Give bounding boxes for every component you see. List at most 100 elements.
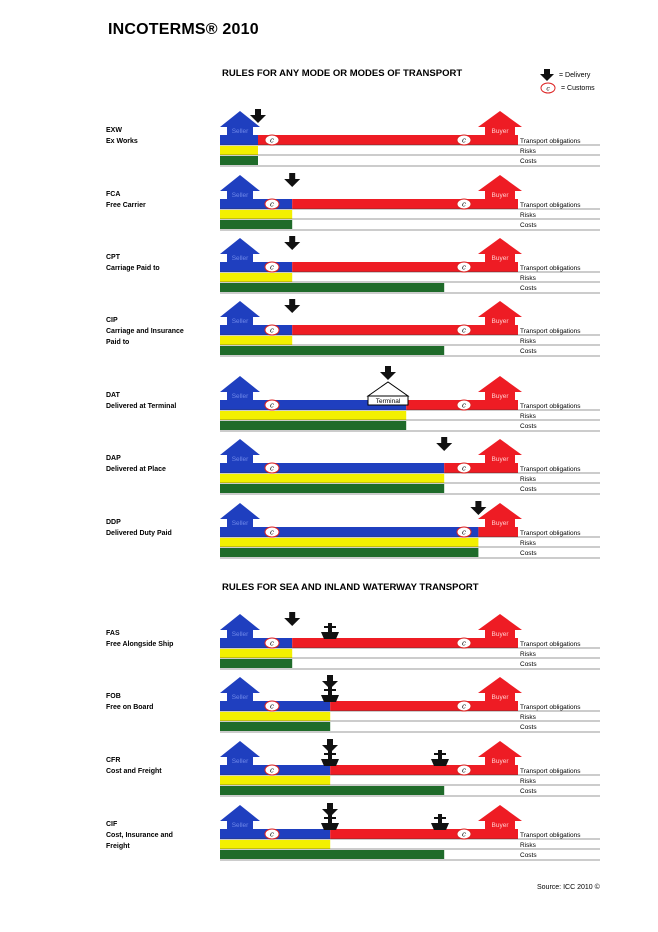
- term-code: CFR: [106, 757, 121, 764]
- import-customs-icon: c: [456, 764, 472, 776]
- import-customs-icon: c: [456, 399, 472, 411]
- cost-bar: [220, 659, 293, 668]
- risk-bar: [220, 712, 331, 721]
- svg-text:c: c: [270, 264, 274, 272]
- svg-text:c: c: [462, 831, 466, 839]
- delivery-arrow-icon: [540, 69, 554, 81]
- svg-text:c: c: [270, 831, 274, 839]
- buyer-label: Buyer: [492, 128, 510, 135]
- delivery-arrow-icon: [322, 803, 338, 817]
- transport-obligations-label: Transport obligations: [520, 641, 581, 648]
- legend-delivery: = Delivery: [540, 69, 590, 81]
- costs-label: Costs: [520, 348, 537, 355]
- buyer-transport-bar: [330, 765, 518, 775]
- cost-bar: [220, 786, 445, 795]
- svg-text:c: c: [546, 86, 550, 93]
- cost-bar: [220, 548, 479, 557]
- buyer-label: Buyer: [492, 694, 510, 701]
- costs-label: Costs: [520, 158, 537, 165]
- export-customs-icon: c: [264, 764, 280, 776]
- transport-obligations-label: Transport obligations: [520, 403, 581, 410]
- buyer-transport-bar: [292, 325, 518, 335]
- risks-label: Risks: [520, 148, 537, 155]
- delivery-arrow-icon: [284, 236, 301, 250]
- seller-house-icon: [220, 677, 260, 705]
- seller-house-icon: [220, 503, 260, 531]
- seller-label: Seller: [232, 822, 249, 829]
- cost-bar: [220, 484, 445, 493]
- term-name: Carriage Paid to: [106, 265, 160, 272]
- svg-text:c: c: [462, 465, 466, 473]
- svg-text:c: c: [270, 767, 274, 775]
- delivery-arrow-icon: [284, 612, 301, 626]
- svg-text:c: c: [462, 640, 466, 648]
- term-code: CIP: [106, 317, 118, 324]
- seller-transport-bar: [220, 325, 293, 335]
- buyer-house-icon: [478, 503, 522, 531]
- seller-house-icon: [220, 741, 260, 769]
- term-name: Delivered at Place: [106, 466, 166, 473]
- svg-text:c: c: [270, 640, 274, 648]
- export-customs-icon: c: [264, 399, 280, 411]
- buyer-house-icon: [478, 376, 522, 404]
- import-customs-icon: c: [456, 828, 472, 840]
- buyer-label: Buyer: [492, 255, 510, 262]
- buyer-house-icon: [478, 175, 522, 203]
- seller-label: Seller: [232, 694, 249, 701]
- seller-transport-bar: [220, 400, 407, 410]
- import-customs-icon: c: [456, 462, 472, 474]
- costs-label: Costs: [520, 852, 537, 859]
- source-note: Source: ICC 2010 ©: [537, 884, 600, 891]
- buyer-label: Buyer: [492, 456, 510, 463]
- risks-label: Risks: [520, 413, 537, 420]
- ship-icon: [321, 750, 339, 766]
- buyer-transport-bar: [330, 701, 518, 711]
- import-customs-icon: c: [456, 526, 472, 538]
- term-code: DAT: [106, 392, 120, 399]
- seller-label: Seller: [232, 128, 249, 135]
- risks-label: Risks: [520, 212, 537, 219]
- svg-text:c: c: [462, 327, 466, 335]
- buyer-house-icon: [478, 677, 522, 705]
- ship-icon: [321, 623, 339, 639]
- svg-text:c: c: [270, 402, 274, 410]
- transport-obligations-label: Transport obligations: [520, 328, 581, 335]
- buyer-transport-bar: [292, 638, 518, 648]
- buyer-house-icon: [478, 238, 522, 266]
- seller-label: Seller: [232, 192, 249, 199]
- term-label-dap: DAP Delivered at Place: [106, 453, 166, 475]
- seller-house-icon: [220, 614, 260, 642]
- term-code: DAP: [106, 455, 121, 462]
- buyer-transport-bar: [292, 262, 518, 272]
- export-customs-icon: c: [264, 462, 280, 474]
- svg-text:c: c: [270, 703, 274, 711]
- buyer-house-icon: [478, 111, 522, 139]
- costs-label: Costs: [520, 222, 537, 229]
- term-code: FCA: [106, 191, 121, 198]
- svg-text:c: c: [462, 402, 466, 410]
- transport-obligations-label: Transport obligations: [520, 202, 581, 209]
- risk-bar: [220, 776, 331, 785]
- term-code: CIF: [106, 821, 118, 828]
- seller-house-icon: [220, 301, 260, 329]
- buyer-transport-bar: [330, 829, 518, 839]
- svg-text:c: c: [270, 327, 274, 335]
- term-code: DDP: [106, 519, 121, 526]
- buyer-label: Buyer: [492, 520, 510, 527]
- ship-icon: [431, 814, 449, 830]
- export-customs-icon: c: [264, 261, 280, 273]
- seller-house-icon: [220, 111, 260, 139]
- delivery-arrow-icon: [322, 675, 338, 689]
- export-customs-icon: c: [264, 637, 280, 649]
- svg-text:c: c: [462, 201, 466, 209]
- costs-label: Costs: [520, 423, 537, 430]
- legend-customs: c = Customs: [540, 82, 595, 94]
- transport-obligations-label: Transport obligations: [520, 466, 581, 473]
- buyer-label: Buyer: [492, 631, 510, 638]
- delivery-arrow-icon: [284, 299, 301, 313]
